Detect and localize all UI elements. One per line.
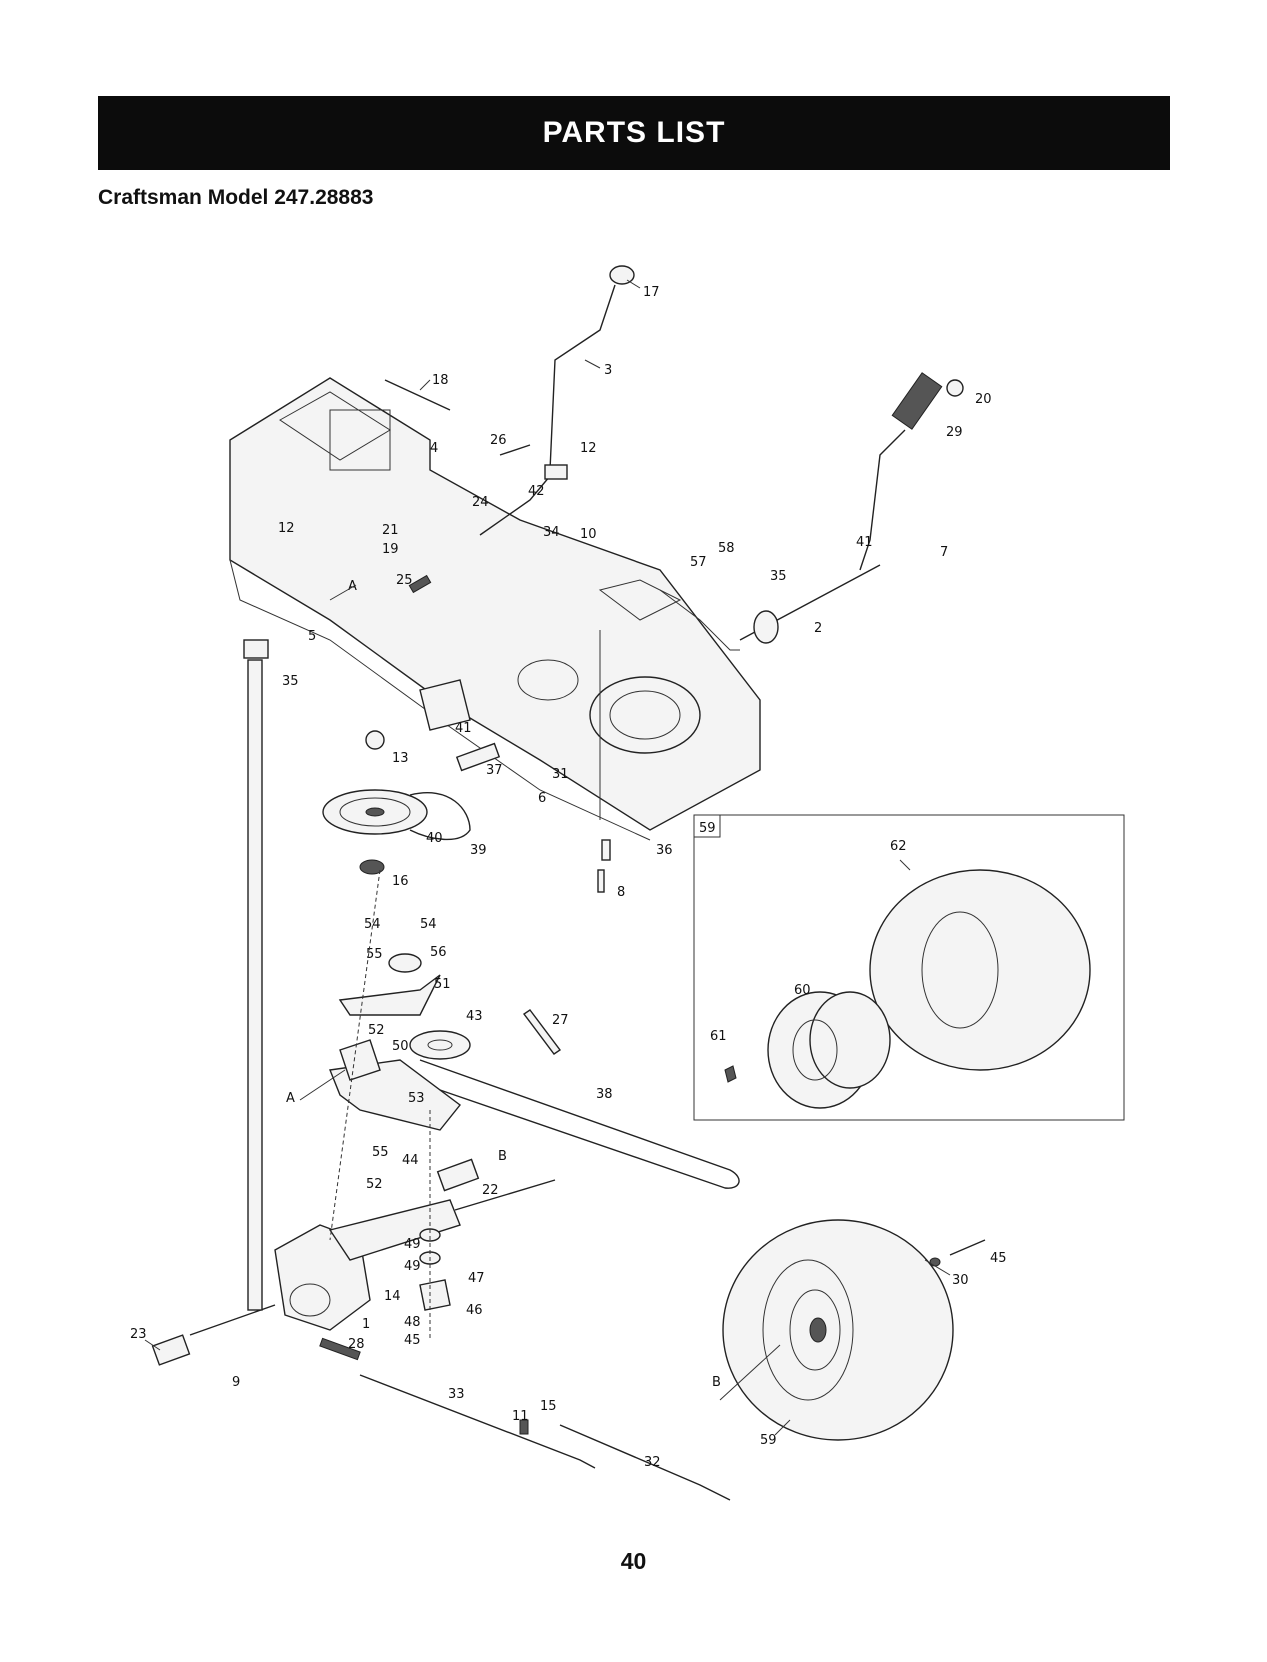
callout-label: 52 [366,1177,383,1192]
callout-label: 30 [952,1273,969,1288]
callout-label: 3 [604,363,612,378]
callout-label: 61 [710,1029,727,1044]
callout-label: 35 [770,569,787,584]
callout-label: 50 [392,1039,409,1054]
callout-label: 5 [308,629,316,644]
callout-label: B [712,1375,721,1390]
callout-label: 35 [282,674,299,689]
callout-label: 54 [420,917,437,932]
callout-label: 40 [426,831,443,846]
callout-label: 12 [580,441,597,456]
callout-label: 34 [543,525,560,540]
idler-assembly [330,954,739,1188]
callout-label: 62 [890,839,907,854]
callout-label: 11 [512,1409,529,1424]
callout-label: 25 [396,573,413,588]
callout-label: 15 [540,1399,557,1414]
callout-label: 23 [130,1327,147,1342]
callout-label: 49 [404,1259,421,1274]
callout-label: 14 [384,1289,401,1304]
callout-label: 54 [364,917,381,932]
callout-label: 10 [580,527,597,542]
drive-rod [244,640,268,1310]
callout-label: 13 [392,751,409,766]
callout-label: 42 [528,484,545,499]
callout-label: 41 [856,535,873,550]
callout-label: 48 [404,1315,421,1330]
callout-label: 59 [760,1433,777,1448]
callout-label: 53 [408,1091,425,1106]
shift-lever [480,266,634,535]
callout-label: 33 [448,1387,465,1402]
callout-label: 9 [232,1375,240,1390]
callout-label: 45 [404,1333,421,1348]
callout-label: B [498,1149,507,1164]
callout-label: A [286,1091,295,1106]
callout-label: 18 [432,373,449,388]
callout-label: 22 [482,1183,499,1198]
callout-label: 2 [814,621,822,636]
callout-label: 27 [552,1013,569,1028]
page-number: 40 [0,1548,1267,1575]
callout-label: 6 [538,791,546,806]
callout-label: 28 [348,1337,365,1352]
callout-label: 19 [382,542,399,557]
callout-label: 45 [990,1251,1007,1266]
callout-label: 8 [617,885,625,900]
callout-label: 39 [470,843,487,858]
callout-label: 38 [596,1087,613,1102]
callout-label: 24 [472,495,489,510]
callout-label: 51 [434,977,451,992]
callout-label: 17 [643,285,660,300]
callout-label: 16 [392,874,409,889]
callout-label: 44 [402,1153,419,1168]
callout-label: 26 [490,433,507,448]
callout-label: 12 [278,521,295,536]
callout-label: 56 [430,945,447,960]
callout-label: 1 [362,1317,370,1332]
pedal-lever [660,373,963,650]
inset-box [694,815,1124,1120]
callout-label: 29 [946,425,963,440]
callout-label: 21 [382,523,399,538]
callout-label: 43 [466,1009,483,1024]
callout-label: 37 [486,763,503,778]
inset-label: 59 [699,821,716,836]
callout-label: 57 [690,555,707,570]
callout-label: 4 [430,441,438,456]
callout-label: 41 [455,721,472,736]
callout-label: 47 [468,1271,485,1286]
rear-wheel [723,1220,985,1440]
callout-label: 31 [552,767,569,782]
callout-label: 20 [975,392,992,407]
callout-label: 60 [794,983,811,998]
callout-label: 46 [466,1303,483,1318]
callout-label: 36 [656,843,673,858]
callout-label: 49 [404,1237,421,1252]
callout-label: 58 [718,541,735,556]
callout-label: 7 [940,545,948,560]
callout-label: 32 [644,1455,661,1470]
callout-label: 55 [372,1145,389,1160]
callout-label: 52 [368,1023,385,1038]
